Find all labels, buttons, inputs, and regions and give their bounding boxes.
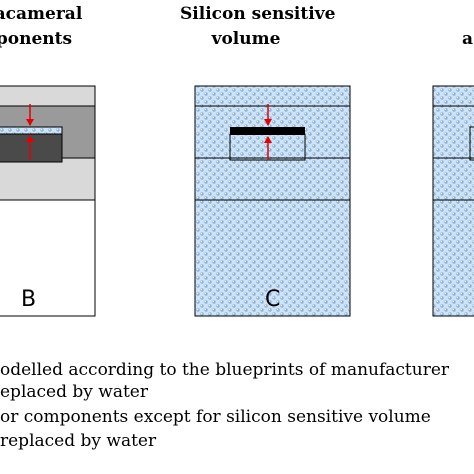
panel-letter-c: C [265, 287, 281, 312]
panel-b-arrow-bottom-head [26, 135, 34, 142]
column-title-c-line2: volume [211, 29, 281, 49]
panel-d-outline [432, 85, 474, 317]
column-title-d-line2: a [462, 29, 474, 49]
panel-letter-b: B [21, 287, 37, 312]
panel-b [0, 85, 96, 317]
legend-line-1: odelled according to the blueprints of m… [0, 360, 450, 380]
legend-line-4: replaced by water [0, 431, 157, 451]
panel-d-chip-outline [469, 126, 474, 161]
panel-c-outline [194, 85, 351, 317]
panel-c [194, 85, 351, 317]
panel-d [432, 85, 474, 317]
panel-b-arrow-top-head [26, 119, 34, 126]
column-title-b-line2: ponents [0, 29, 73, 49]
panel-b-lower-layer [0, 157, 96, 201]
column-title-c: Silicon sensitive volume [180, 2, 336, 52]
panel-c-arrow-top-head [264, 119, 272, 126]
panel-b-sensitive-layer [0, 126, 63, 135]
column-title-b-line1: racameral [0, 4, 83, 24]
column-title-b: racameral ponents [0, 2, 98, 52]
legend-line-3: or components except for silicon sensiti… [0, 407, 431, 427]
column-title-d: a [462, 2, 474, 52]
column-title-c-line1: Silicon sensitive [180, 4, 336, 24]
legend-line-2: eplaced by water [0, 382, 148, 402]
panel-c-sensitive-volume [230, 127, 305, 135]
panel-b-top-layer [0, 85, 96, 107]
panel-c-arrow-bottom-head [264, 136, 272, 143]
